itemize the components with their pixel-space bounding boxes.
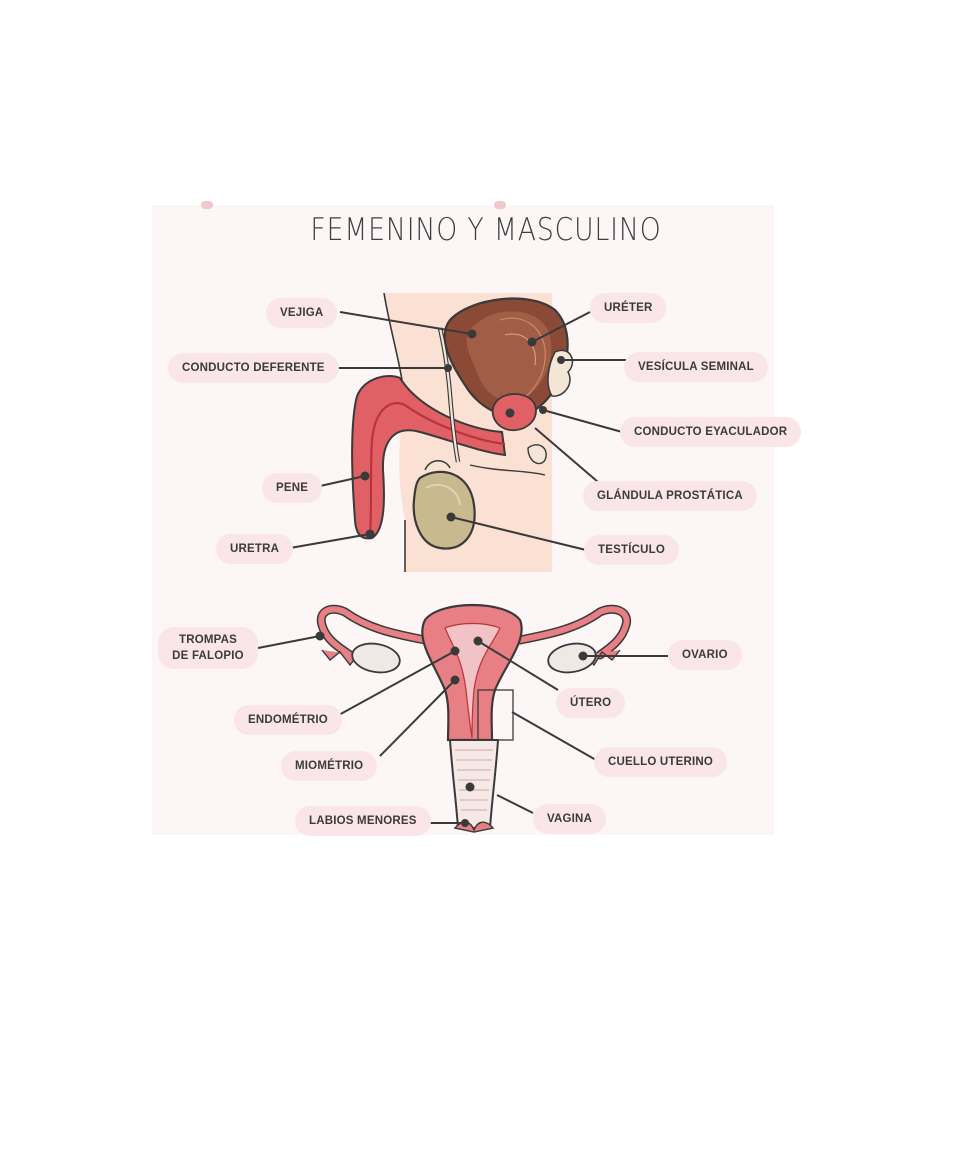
label-conducto-eyaculador: CONDUCTO EYACULADOR (620, 417, 802, 447)
label-testiculo: TESTÍCULO (584, 535, 679, 565)
label-vagina: VAGINA (533, 804, 607, 834)
label-anchor-dots (315, 329, 588, 827)
diagram-title: FEMENINO Y MASCULINO (310, 212, 662, 248)
seminal-vesicle (547, 349, 574, 397)
penis (351, 375, 507, 540)
leader-lines (257, 311, 668, 824)
male-reproductive-illustration (351, 292, 574, 572)
right-ovary (547, 642, 597, 674)
label-labios-menores: LABIOS MENORES (295, 806, 431, 836)
label-glandula-prostatica: GLÁNDULA PROSTÁTICA (583, 481, 757, 511)
label-vesicula-seminal: VESÍCULA SEMINAL (624, 352, 768, 382)
label-uretra: URETRA (216, 534, 294, 564)
label-utero: ÚTERO (556, 688, 626, 718)
label-miometrio: MIOMÉTRIO (281, 751, 378, 781)
testicle (412, 470, 476, 550)
female-reproductive-illustration (316, 604, 632, 833)
decorative-dot (201, 201, 213, 209)
label-vejiga: VEJIGA (266, 298, 338, 328)
decorative-dot (494, 201, 506, 209)
label-cuello-uterino: CUELLO UTERINO (594, 747, 728, 777)
left-ovary (351, 642, 401, 674)
label-pene: PENE (262, 473, 323, 503)
label-trompas-de-falopio: TROMPAS DE FALOPIO (158, 627, 258, 669)
label-ovario: OVARIO (668, 640, 742, 670)
vagina (448, 739, 500, 829)
label-conducto-deferente: CONDUCTO DEFERENTE (168, 353, 339, 383)
label-ureter: URÉTER (590, 293, 667, 323)
label-endometrio: ENDOMÉTRIO (234, 705, 342, 735)
epididymis (424, 460, 451, 471)
